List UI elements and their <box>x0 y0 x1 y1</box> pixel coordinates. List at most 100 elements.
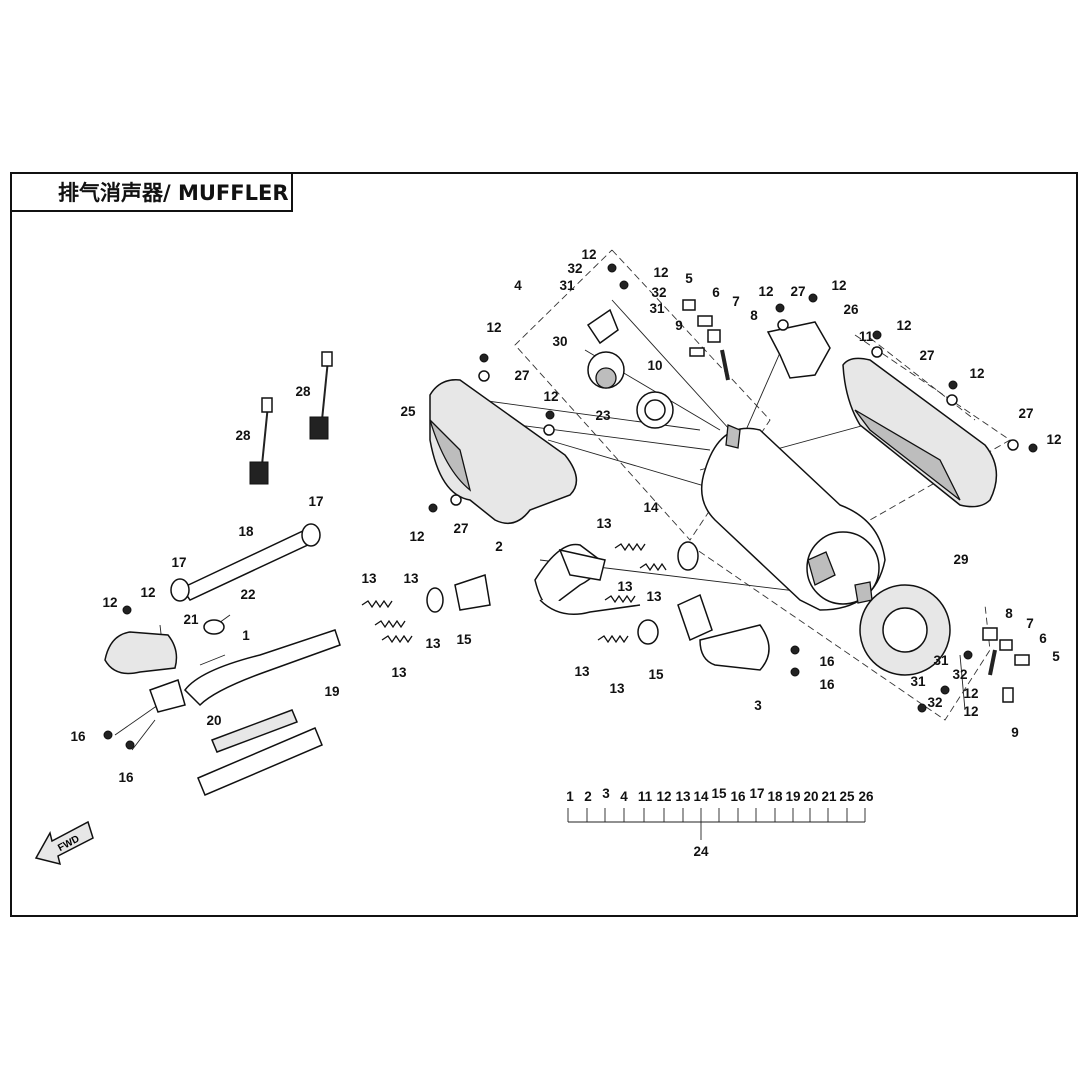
bracket-30 <box>586 308 619 345</box>
callout-6b: 6 <box>1039 631 1047 646</box>
callout-9b: 9 <box>1011 725 1019 740</box>
callout-27e: 27 <box>1018 406 1033 421</box>
diagram-frame <box>10 172 1078 917</box>
assembly-member-21: 21 <box>821 789 837 804</box>
callout-22: 22 <box>240 587 255 602</box>
callout-13i: 13 <box>646 589 662 604</box>
callout-17a: 17 <box>308 494 323 509</box>
callout-13h: 13 <box>609 681 625 696</box>
callout-12d: 12 <box>581 247 596 262</box>
insulation-20 <box>211 709 298 753</box>
callout-12h: 12 <box>896 318 911 333</box>
assembly-member-15: 15 <box>711 786 727 801</box>
assembly-label-24: 24 <box>693 844 709 859</box>
callout-labels: 1 2 3 4 5 5 6 6 7 7 8 8 9 9 10 11 12 12 … <box>70 247 1061 785</box>
assembly-member-3: 3 <box>602 786 610 801</box>
callout-12i: 12 <box>969 366 984 381</box>
callout-30: 30 <box>552 334 567 349</box>
callout-13e: 13 <box>596 516 612 531</box>
callout-27d: 27 <box>919 348 934 363</box>
callout-20: 20 <box>206 713 221 728</box>
cover-21 <box>104 631 178 675</box>
callout-12f: 12 <box>758 284 773 299</box>
callout-12k: 12 <box>102 595 117 610</box>
assembly-member-25: 25 <box>839 789 855 804</box>
assembly-bracket <box>567 808 866 840</box>
callout-19: 19 <box>324 684 339 699</box>
assembly-member-19: 19 <box>785 789 800 804</box>
fasteners <box>103 263 1038 750</box>
heat-shield-26 <box>766 321 831 379</box>
callout-13c: 13 <box>425 636 441 651</box>
sensor-28a <box>249 397 273 485</box>
assembly-outline-dashes <box>514 249 1011 721</box>
callout-16c: 16 <box>819 654 835 669</box>
callout-31b: 31 <box>649 301 665 316</box>
callout-7a: 7 <box>732 294 740 309</box>
callout-18: 18 <box>238 524 254 539</box>
callout-5b: 5 <box>1052 649 1060 664</box>
callout-17b: 17 <box>171 555 186 570</box>
callout-32d: 32 <box>927 695 942 710</box>
flange-23 <box>587 351 625 389</box>
callout-16a: 16 <box>70 729 86 744</box>
spark-arrestor-29 <box>859 584 951 676</box>
callout-12l: 12 <box>140 585 155 600</box>
assembly-member-11: 11 <box>638 789 653 804</box>
callout-16d: 16 <box>819 677 835 692</box>
page-title: 排气消声器/ MUFFLER <box>58 181 289 205</box>
callout-11: 11 <box>859 329 874 344</box>
callout-13f: 13 <box>617 579 633 594</box>
assembly-member-20: 20 <box>803 789 818 804</box>
assembly-member-2: 2 <box>584 789 592 804</box>
assembly-member-13: 13 <box>675 789 691 804</box>
callout-4: 4 <box>514 278 522 293</box>
title-box <box>10 172 293 212</box>
gasket-15a <box>426 587 444 613</box>
clamp-17a <box>170 578 190 602</box>
pipe-1 <box>184 629 341 707</box>
assembly-member-12: 12 <box>656 789 671 804</box>
callout-7b: 7 <box>1026 616 1034 631</box>
callout-1: 1 <box>242 628 250 643</box>
callout-31d: 31 <box>910 674 926 689</box>
assembly-member-26: 26 <box>858 789 874 804</box>
callout-27a: 27 <box>514 368 529 383</box>
callout-31a: 31 <box>559 278 575 293</box>
assembly-member-16: 16 <box>730 789 746 804</box>
callout-13a: 13 <box>361 571 377 586</box>
assembly-member-labels: 1 2 3 4 11 12 13 14 15 16 17 18 19 20 21… <box>566 786 874 859</box>
pipe-3 <box>699 624 770 671</box>
assembly-member-1: 1 <box>566 789 574 804</box>
callout-12m: 12 <box>963 686 978 701</box>
callout-28a: 28 <box>295 384 311 399</box>
springs-13 <box>361 542 667 644</box>
callout-32c: 32 <box>952 667 967 682</box>
callout-3: 3 <box>754 698 762 713</box>
callout-16b: 16 <box>118 770 134 785</box>
callout-25: 25 <box>400 404 416 419</box>
callout-12e: 12 <box>653 265 668 280</box>
callout-13d: 13 <box>391 665 407 680</box>
assembly-member-18: 18 <box>767 789 783 804</box>
pipe-2-curve <box>539 599 641 615</box>
callout-29: 29 <box>953 552 968 567</box>
callout-27c: 27 <box>790 284 805 299</box>
gasket-14 <box>677 541 699 571</box>
callout-15a: 15 <box>456 632 472 647</box>
callout-12b: 12 <box>543 389 558 404</box>
gasket-15b <box>637 619 659 645</box>
gasket-10 <box>636 391 674 429</box>
assembly-member-4: 4 <box>620 789 628 804</box>
clamp-22 <box>203 619 225 635</box>
callout-8b: 8 <box>1005 606 1013 621</box>
callout-14: 14 <box>643 500 659 515</box>
callout-10: 10 <box>647 358 662 373</box>
callout-12a: 12 <box>486 320 501 335</box>
callout-27b: 27 <box>453 521 468 536</box>
callout-2: 2 <box>495 539 503 554</box>
sensor-28b <box>309 351 333 440</box>
callout-26: 26 <box>843 302 859 317</box>
callout-21: 21 <box>183 612 199 627</box>
